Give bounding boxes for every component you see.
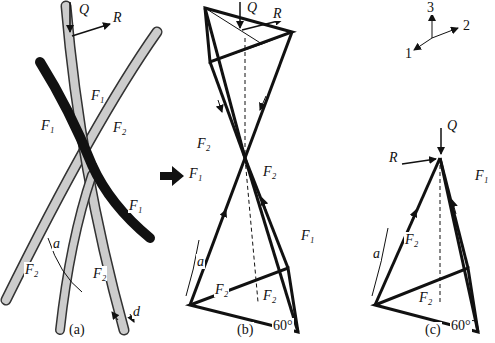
label: F₂: [196, 136, 211, 151]
label: 3: [426, 0, 435, 15]
label: F₁: [188, 166, 203, 181]
label: F₂: [262, 288, 277, 303]
label: F₂: [418, 290, 433, 305]
label: F₂: [24, 262, 39, 277]
label: (b): [236, 322, 254, 337]
label: 60°: [272, 318, 294, 333]
label: Q: [246, 0, 258, 15]
label: d: [132, 304, 141, 319]
sticks: [6, 2, 157, 330]
label: F₂: [214, 282, 229, 297]
label: F₂: [112, 120, 127, 135]
label: Q: [78, 2, 90, 17]
label: R: [388, 150, 399, 165]
label: a: [52, 236, 61, 251]
label: F₂: [92, 266, 107, 281]
label: (a): [68, 322, 86, 337]
label: a: [196, 254, 205, 269]
tensegrity-c: [372, 14, 478, 332]
label: (c): [424, 322, 442, 337]
label: F₁: [40, 118, 55, 133]
label: F₂: [262, 164, 277, 179]
label: Q: [446, 118, 458, 133]
tensegrity-b: [186, 2, 298, 332]
label: 60°: [450, 318, 472, 333]
label: F₁: [90, 88, 105, 103]
label: F₁: [300, 228, 315, 243]
label: F₂: [404, 232, 419, 247]
label: R: [112, 10, 123, 25]
transition-arrow: [160, 166, 184, 186]
label: F₁: [128, 198, 143, 213]
label: 1: [404, 46, 413, 61]
label: F₁: [474, 168, 489, 183]
label: R: [272, 6, 283, 21]
label: 2: [462, 18, 471, 33]
label: a: [372, 246, 381, 261]
